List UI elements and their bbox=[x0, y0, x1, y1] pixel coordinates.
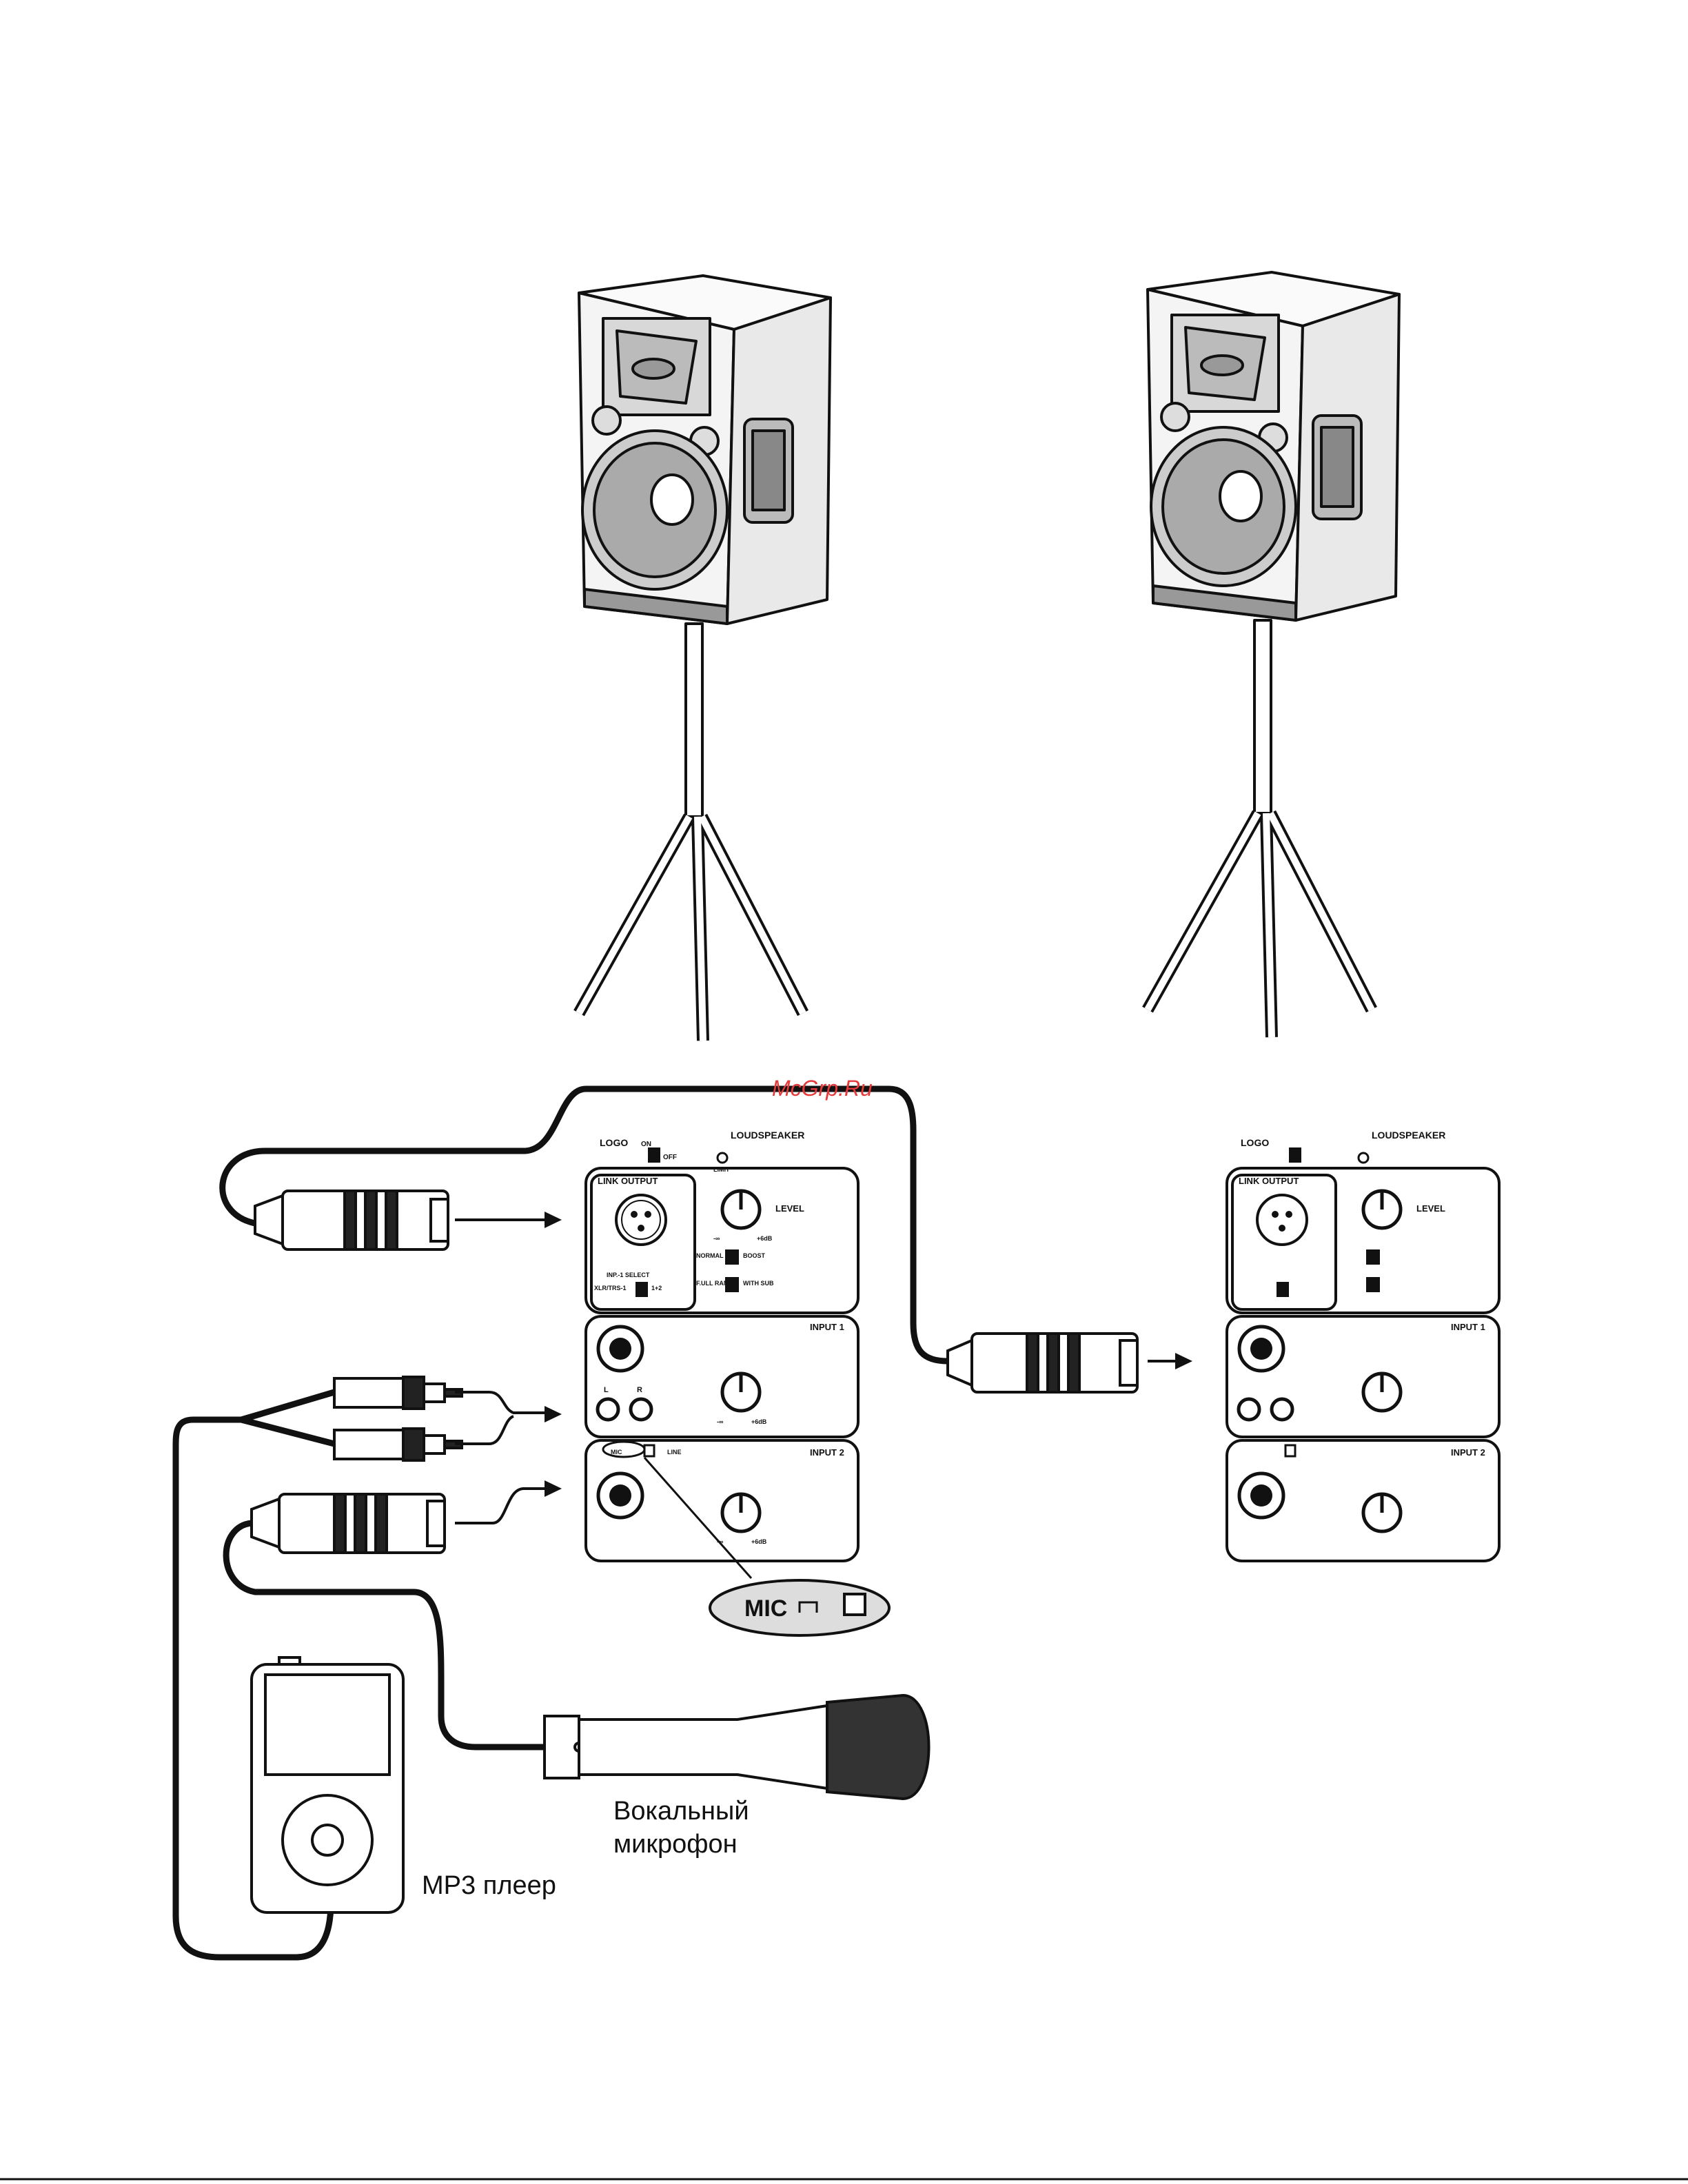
rca-plug-left bbox=[334, 1377, 462, 1409]
rear-panel-left: LOGO ON OFF LOUDSPEAKER LIMIT LEVEL -∞ +… bbox=[586, 1130, 858, 1578]
logo-on-label: ON bbox=[641, 1141, 651, 1148]
input2-max-label: +6dB bbox=[751, 1538, 767, 1545]
sub-switch[interactable] bbox=[1366, 1277, 1380, 1292]
input2-label: INPUT 2 bbox=[1451, 1447, 1485, 1458]
xlr-connector-link-in bbox=[255, 1191, 448, 1249]
rca-plug-right bbox=[334, 1429, 462, 1460]
normal-label: NORMAL bbox=[696, 1252, 724, 1259]
limit-led-icon bbox=[718, 1153, 727, 1163]
mic-callout-label: MIC bbox=[744, 1595, 787, 1622]
link-output-label: LINK OUTPUT bbox=[1239, 1176, 1299, 1186]
boost-switch[interactable] bbox=[1366, 1249, 1380, 1265]
loudspeaker-label: LOUDSPEAKER bbox=[1372, 1130, 1445, 1141]
sub-switch[interactable] bbox=[725, 1277, 739, 1292]
switch-icon bbox=[844, 1594, 865, 1615]
input-select-switch[interactable] bbox=[635, 1282, 648, 1297]
mp3-player-label: MP3 плеер bbox=[422, 1871, 556, 1900]
logo-switch[interactable] bbox=[1289, 1147, 1301, 1163]
input1-rca-l[interactable] bbox=[598, 1399, 618, 1420]
logo-switch[interactable] bbox=[648, 1147, 660, 1163]
level-min-label: -∞ bbox=[713, 1235, 720, 1242]
one-plus-two-label: 1+2 bbox=[651, 1285, 662, 1292]
logo-off-label: OFF bbox=[663, 1154, 677, 1161]
mp3-player bbox=[252, 1657, 403, 1912]
level-label: LEVEL bbox=[775, 1203, 804, 1214]
input2-label: INPUT 2 bbox=[810, 1447, 844, 1458]
limit-led-icon bbox=[1359, 1153, 1368, 1163]
input1-min-label: -∞ bbox=[717, 1418, 724, 1425]
rca-r-label: R bbox=[637, 1386, 642, 1394]
input1-rca-r[interactable] bbox=[631, 1399, 651, 1420]
link-output-jack[interactable] bbox=[616, 1195, 666, 1245]
limit-label: LIMIT bbox=[713, 1166, 730, 1173]
inp-select-label: INP.-1 SELECT bbox=[607, 1272, 650, 1278]
input1-rca-r[interactable] bbox=[1272, 1399, 1292, 1420]
xlr-connector-mic bbox=[252, 1494, 445, 1553]
xlr-trs-label: XLR/TRS-1 bbox=[594, 1285, 627, 1292]
level-max-label: +6dB bbox=[757, 1235, 773, 1242]
boost-switch[interactable] bbox=[725, 1249, 739, 1265]
input1-max-label: +6dB bbox=[751, 1418, 767, 1425]
rear-panel-right: LOGO LOUDSPEAKER LEVEL LINK OUTPUT INPUT… bbox=[1227, 1130, 1499, 1561]
link-output-label: LINK OUTPUT bbox=[598, 1176, 658, 1186]
mic-line-switch[interactable] bbox=[644, 1445, 654, 1456]
input1-rca-l[interactable] bbox=[1239, 1399, 1259, 1420]
input2-line-label: LINE bbox=[667, 1449, 682, 1456]
logo-label: LOGO bbox=[600, 1137, 628, 1148]
input2-mic-label: MIC bbox=[611, 1449, 622, 1456]
loudspeaker-label: LOUDSPEAKER bbox=[731, 1130, 804, 1141]
rca-l-label: L bbox=[604, 1386, 609, 1394]
input1-label: INPUT 1 bbox=[1451, 1322, 1485, 1332]
speaker-left bbox=[579, 276, 831, 1041]
microphone bbox=[545, 1695, 929, 1799]
input-select-switch[interactable] bbox=[1277, 1282, 1289, 1297]
mic-switch-callout: MIC bbox=[710, 1580, 889, 1635]
microphone-label-line1: Вокальный bbox=[613, 1797, 749, 1826]
mic-line-switch[interactable] bbox=[1285, 1445, 1295, 1456]
input1-label: INPUT 1 bbox=[810, 1322, 844, 1332]
boost-label: BOOST bbox=[743, 1252, 766, 1259]
xlr-connector-link-out bbox=[948, 1334, 1137, 1392]
level-label: LEVEL bbox=[1416, 1203, 1445, 1214]
watermark: McGrp.Ru bbox=[772, 1076, 873, 1101]
speaker-right bbox=[1148, 272, 1399, 1037]
with-sub-label: WITH SUB bbox=[743, 1280, 774, 1287]
link-output-jack[interactable] bbox=[1257, 1195, 1307, 1245]
microphone-label-line2: микрофон bbox=[613, 1830, 738, 1859]
logo-label: LOGO bbox=[1241, 1137, 1269, 1148]
